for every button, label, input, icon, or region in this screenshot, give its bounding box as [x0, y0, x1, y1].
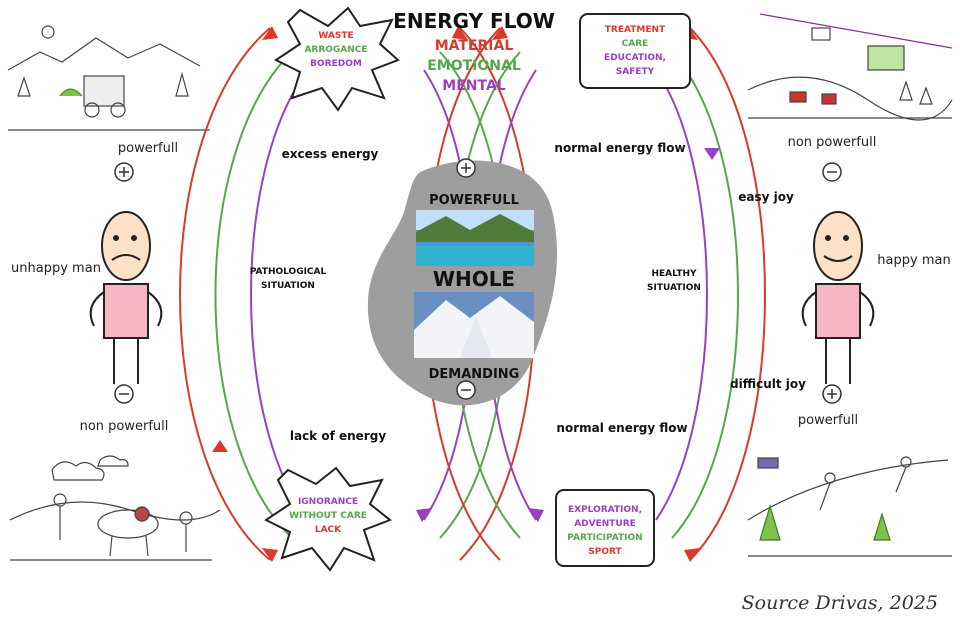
difficult-joy-label: difficult joy: [730, 377, 806, 391]
subtitle-material: MATERIAL: [435, 38, 514, 54]
energy-arcs: [179, 27, 766, 561]
healthy-line-1: HEALTHY: [651, 269, 697, 279]
left-top-label: powerfull: [118, 141, 178, 156]
box-top-right-line-3: EDUCATION,: [604, 53, 666, 63]
starburst-bottom-line-1: IGNORANCE: [298, 497, 358, 507]
sketch-top-right: [747, 13, 953, 121]
center-top-label: POWERFULL: [429, 193, 519, 208]
box-bottom-right-line-1: EXPLORATION,: [568, 505, 642, 515]
source-caption: Source Drivas, 2025: [741, 592, 938, 614]
box-top-right-line-1: TREATMENT: [605, 25, 666, 35]
lack-of-energy-label: lack of energy: [290, 429, 386, 443]
subtitle-mental: MENTAL: [442, 78, 506, 94]
box-bottom-right-line-4: SPORT: [588, 547, 622, 557]
right-person-label: happy man: [877, 253, 950, 268]
starburst-bottom-line-3: LACK: [315, 525, 342, 535]
center-bottom-label: DEMANDING: [429, 367, 520, 382]
normal-flow-bottom-label: normal energy flow: [556, 421, 687, 435]
left-person-label: unhappy man: [11, 261, 101, 276]
box-top-right: [579, 13, 691, 89]
excess-energy-label: excess energy: [282, 147, 379, 161]
happy-man-figure: [801, 211, 875, 384]
starburst-top-line-3: BOREDOM: [310, 59, 362, 69]
easy-joy-label: easy joy: [738, 190, 794, 204]
starburst-top-line-1: WASTE: [318, 31, 353, 41]
starburst-top: [274, 6, 400, 112]
healthy-line-2: SITUATION: [647, 283, 701, 293]
center-whole-label: WHOLE: [433, 267, 515, 291]
starburst-bottom-line-2: WITHOUT CARE: [289, 511, 367, 521]
unhappy-man-figure: [89, 211, 163, 384]
diagram-title: ENERGY FLOW: [393, 9, 555, 33]
right-top-label: non powerfull: [788, 135, 877, 150]
left-plus-icon: [114, 162, 134, 182]
starburst-bottom: [264, 466, 392, 572]
pathological-line-1: PATHOLOGICAL: [250, 267, 327, 277]
sketch-top-left: [7, 25, 210, 131]
box-bottom-right-line-2: ADVENTURE: [574, 519, 636, 529]
box-top-right-line-4: SAFETY: [616, 67, 655, 77]
box-bottom-right-line-3: PARTICIPATION: [567, 533, 642, 543]
box-bottom-right: [555, 489, 655, 567]
subtitle-emotional: EMOTIONAL: [427, 58, 521, 74]
left-bottom-label: non powerfull: [80, 419, 169, 434]
sketch-bottom-right: [747, 456, 952, 557]
right-minus-icon: [822, 162, 842, 182]
left-minus-icon: [114, 384, 134, 404]
normal-flow-top-label: normal energy flow: [554, 141, 685, 155]
box-top-right-line-2: CARE: [622, 39, 649, 49]
right-bottom-label: powerfull: [798, 413, 858, 428]
starburst-top-line-2: ARROGANCE: [304, 45, 367, 55]
pathological-line-2: SITUATION: [261, 281, 315, 291]
sketch-bottom-left: [9, 455, 221, 561]
right-plus-icon: [822, 384, 842, 404]
